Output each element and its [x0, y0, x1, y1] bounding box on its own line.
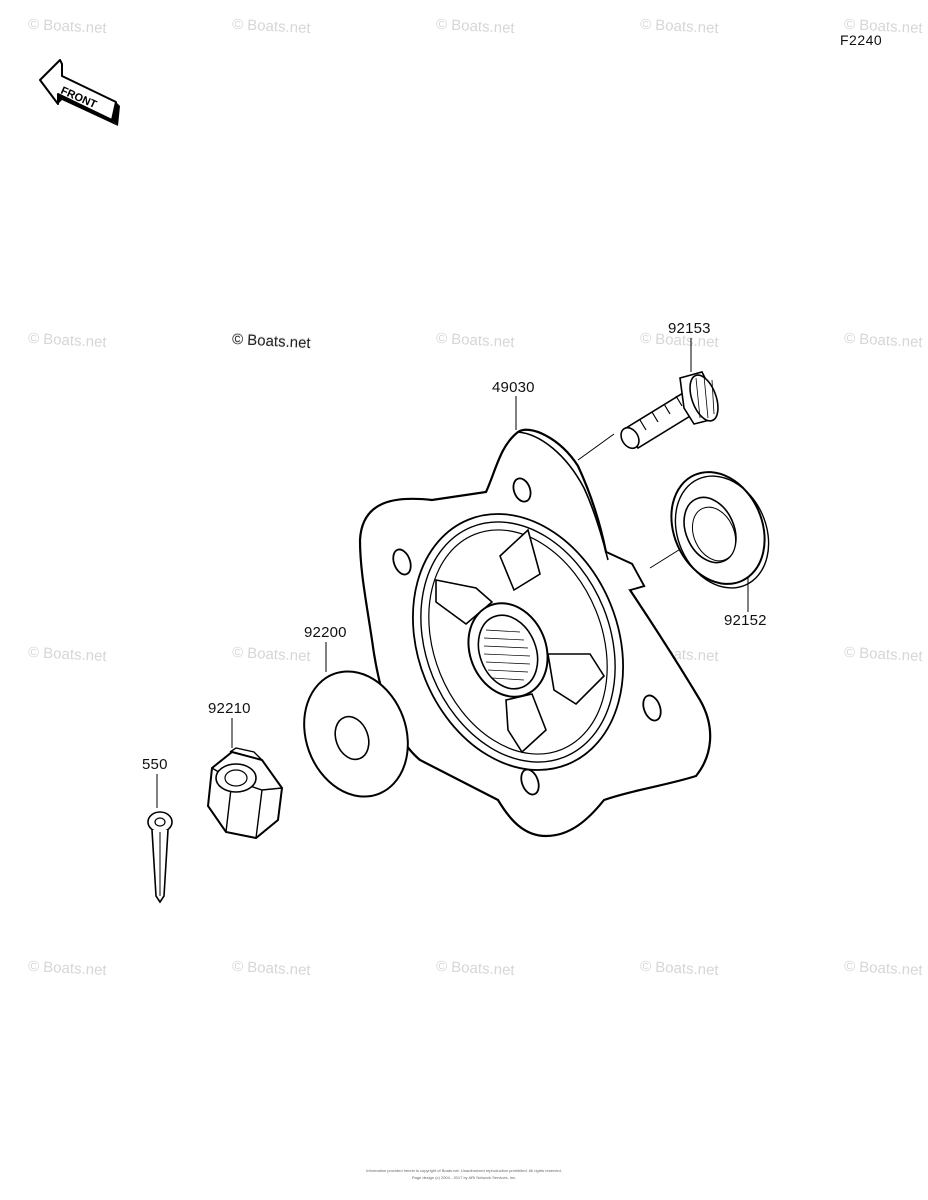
leader-seal-to-hub: [649, 547, 683, 569]
footer-copyright-line: Information provided herein is copyright…: [366, 1168, 562, 1173]
part-label-550: 550: [142, 756, 168, 773]
diagram-code: F2240: [840, 32, 883, 48]
part-label-92153: 92153: [668, 320, 711, 337]
part-label-49030: 49030: [492, 379, 535, 396]
part-label-92210: 92210: [208, 700, 251, 717]
washer-icon: [303, 670, 409, 798]
footer-design-line: Page design (c) 2004 - 2017 by ARI Netwo…: [411, 1175, 517, 1180]
cotter-pin-icon: [147, 811, 173, 904]
wheel-hub-icon: [358, 428, 712, 838]
castle-nut-icon: [206, 747, 284, 840]
leader-stud-to-hub: [577, 433, 615, 461]
oil-seal-icon: [670, 471, 770, 589]
part-label-92200: 92200: [304, 624, 347, 641]
wheel-stud-icon: [620, 371, 719, 450]
part-label-92152: 92152: [724, 612, 767, 629]
front-arrow-icon: FRONT: [39, 59, 120, 126]
